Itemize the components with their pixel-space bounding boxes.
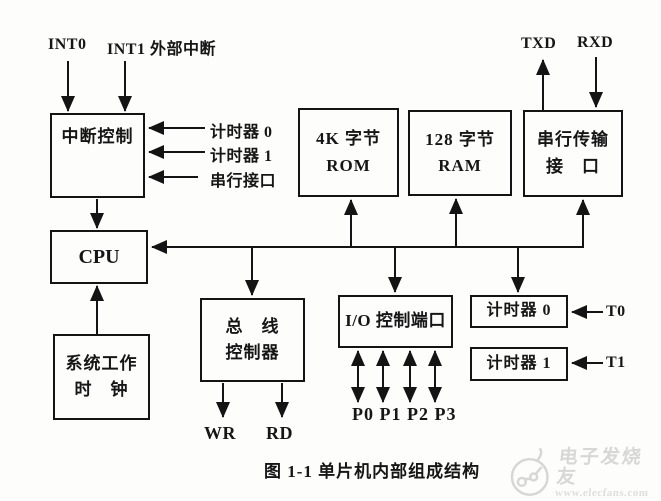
- label-timer0-signal: 计时器 0: [210, 124, 273, 141]
- block-bus-controller: 总 线 控制器: [200, 298, 305, 382]
- block-timer0: 计时器 0: [470, 295, 568, 328]
- label-int0: INT0: [48, 36, 87, 53]
- watermark: 电子发烧友 www.elecfans.com: [508, 446, 661, 501]
- block-ram-line1: 128 字节: [425, 129, 495, 149]
- block-ram-line2: RAM: [438, 156, 482, 175]
- watermark-url: www.elecfans.com: [554, 486, 650, 499]
- block-rom: 4K 字节 ROM: [298, 108, 399, 197]
- block-serial-port: 串行传输 接 口: [523, 110, 623, 197]
- elecfans-logo-icon: [510, 447, 549, 496]
- label-timer1-signal: 计时器 1: [210, 148, 273, 165]
- figure-caption: 图 1-1 单片机内部组成结构: [264, 462, 481, 481]
- label-serial-signal: 串行接口: [210, 173, 277, 190]
- block-rom-line2: ROM: [326, 155, 371, 175]
- block-serial-port-line2: 接 口: [546, 156, 600, 176]
- block-rom-line1: 4K 字节: [316, 129, 381, 149]
- block-io-port-label: I/O 控制端口: [345, 311, 446, 331]
- block-cpu: CPU: [50, 230, 148, 284]
- label-rxd: RXD: [577, 34, 614, 51]
- label-ports: P0 P1 P2 P3: [352, 404, 457, 424]
- block-cpu-label: CPU: [78, 245, 120, 268]
- block-system-clock-line2: 时 钟: [74, 380, 129, 399]
- block-system-clock-line1: 系统工作: [65, 353, 138, 373]
- block-timer1: 计时器 1: [470, 347, 568, 381]
- watermark-brand: 电子发烧友: [555, 446, 645, 488]
- label-rd: RD: [266, 423, 293, 443]
- label-txd: TXD: [521, 35, 557, 52]
- label-int1-external: INT1 外部中断: [107, 41, 216, 58]
- label-wr: WR: [204, 423, 236, 443]
- block-timer0-label: 计时器 0: [486, 302, 552, 320]
- block-bus-controller-line1: 总 线: [225, 316, 280, 336]
- block-interrupt-control: 中断控制: [50, 113, 145, 198]
- block-io-port: I/O 控制端口: [338, 295, 453, 348]
- block-ram: 128 字节 RAM: [408, 110, 512, 196]
- block-interrupt-control-label: 中断控制: [61, 127, 134, 146]
- block-timer1-label: 计时器 1: [486, 354, 552, 372]
- label-t0: T0: [606, 303, 626, 320]
- block-system-clock: 系统工作 时 钟: [53, 334, 150, 420]
- block-serial-port-line1: 串行传输: [537, 130, 609, 150]
- watermark-text: 电子发烧友 www.elecfans.com: [554, 446, 661, 499]
- label-t1: T1: [606, 354, 626, 371]
- block-bus-controller-line2: 控制器: [225, 343, 280, 362]
